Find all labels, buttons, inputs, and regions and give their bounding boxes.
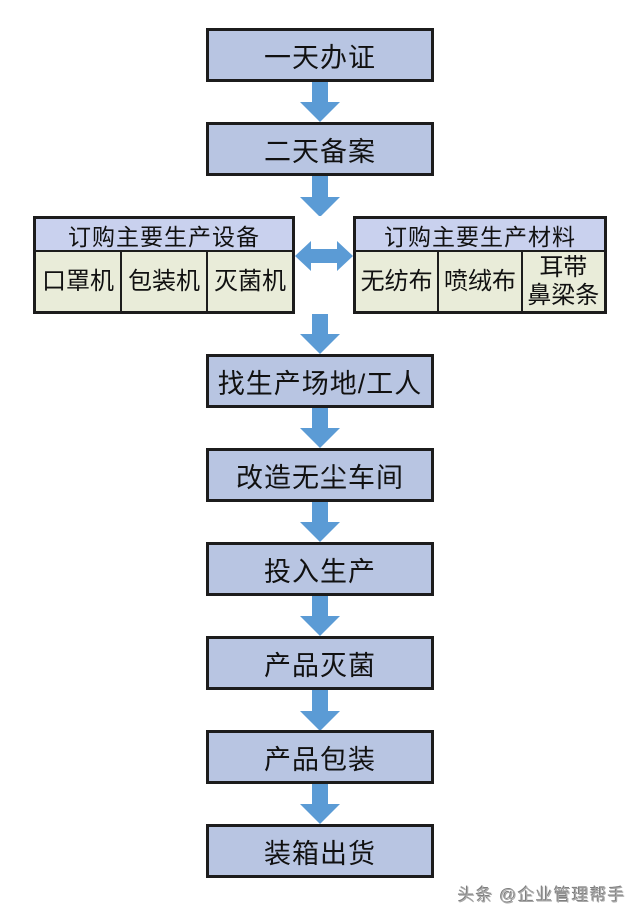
down-arrow-icon (300, 784, 340, 824)
material-cell: 喷绒布 (439, 252, 523, 311)
down-arrow-icon (300, 596, 340, 636)
material-cell: 无纺布 (356, 252, 440, 311)
flow-step-box: 装箱出货 (206, 824, 434, 878)
materials-table-header: 订购主要生产材料 (356, 219, 604, 252)
materials-table: 订购主要生产材料 无纺布 喷绒布 耳带 鼻梁条 (353, 216, 607, 314)
flow-step-box: 产品灭菌 (206, 636, 434, 690)
down-arrow-icon (300, 314, 340, 354)
down-arrow-icon (300, 175, 340, 217)
flow-step-box: 投入生产 (206, 542, 434, 596)
watermark: 头条 @企业管理帮手 (458, 886, 626, 905)
flow-step-box: 改造无尘车间 (206, 448, 434, 502)
equipment-cell: 灭菌机 (208, 252, 292, 311)
equipment-cell: 包装机 (122, 252, 208, 311)
equipment-table-header: 订购主要生产设备 (36, 219, 292, 252)
procurement-tables-row: 订购主要生产设备 口罩机 包装机 灭菌机 订购主要生产材料 无纺布 喷绒布 耳带… (33, 216, 607, 314)
equipment-cell: 口罩机 (36, 252, 122, 311)
down-arrow-icon (300, 689, 340, 731)
flow-step-box: 产品包装 (206, 730, 434, 784)
down-arrow-icon (300, 502, 340, 542)
flow-step-box: 一天办证 (206, 28, 434, 82)
material-cell: 耳带 鼻梁条 (522, 252, 604, 311)
down-arrow-icon (300, 408, 340, 448)
down-arrow-icon (300, 82, 340, 122)
equipment-table: 订购主要生产设备 口罩机 包装机 灭菌机 (33, 216, 295, 314)
flow-step-box: 找生产场地/工人 (206, 354, 434, 408)
flow-step-box: 二天备案 (206, 122, 434, 176)
left-right-arrow-icon (295, 216, 353, 314)
